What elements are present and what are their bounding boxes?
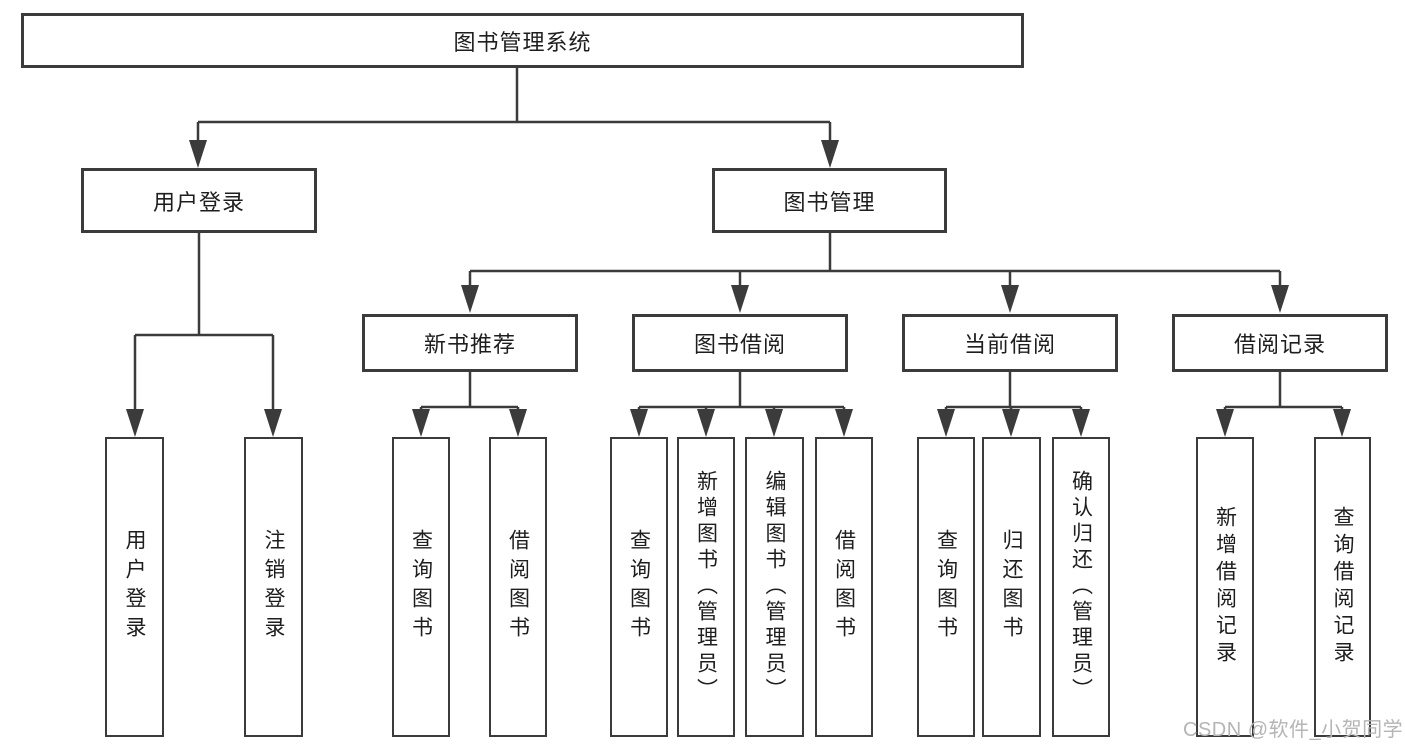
leaf-logout: 注销登录 — [244, 437, 303, 737]
node-new-book-recommend: 新书推荐 — [362, 314, 578, 372]
leaf-records-query: 查询借阅记录 — [1314, 437, 1371, 737]
leaf-label: 编辑图书（管理员） — [763, 470, 786, 704]
leaf-current-query: 查询图书 — [917, 437, 975, 737]
leaf-borrow-edit-admin: 编辑图书（管理员） — [745, 437, 804, 737]
node-label: 用户登录 — [152, 189, 245, 215]
leaf-label: 借阅图书 — [506, 529, 530, 645]
node-book-borrow: 图书借阅 — [632, 314, 848, 372]
leaf-records-add: 新增借阅记录 — [1196, 437, 1254, 737]
leaf-label: 查询图书 — [934, 529, 958, 645]
leaf-newbook-query: 查询图书 — [392, 437, 450, 737]
leaf-label: 注销登录 — [262, 529, 285, 645]
leaf-borrow-add-admin: 新增图书（管理员） — [677, 437, 735, 737]
leaf-label: 确认归还（管理员） — [1069, 470, 1093, 704]
node-label: 图书管理系统 — [453, 29, 592, 55]
leaf-label: 查询借阅记录 — [1331, 506, 1354, 668]
leaf-borrow-book: 借阅图书 — [815, 437, 873, 737]
node-borrow-records: 借阅记录 — [1172, 314, 1388, 372]
node-label: 当前借阅 — [963, 332, 1056, 357]
leaf-label: 新增图书（管理员） — [694, 470, 718, 704]
leaf-label: 新增借阅记录 — [1213, 506, 1237, 668]
leaf-current-return: 归还图书 — [982, 437, 1041, 737]
leaf-label: 用户登录 — [123, 529, 146, 645]
node-system-root: 图书管理系统 — [21, 13, 1024, 68]
leaf-borrow-query: 查询图书 — [610, 437, 668, 737]
leaf-label: 借阅图书 — [832, 529, 856, 645]
node-label: 图书管理 — [783, 189, 876, 215]
node-label: 借阅记录 — [1233, 332, 1326, 357]
node-user-login: 用户登录 — [81, 168, 317, 233]
node-book-management: 图书管理 — [712, 168, 947, 233]
leaf-user-login: 用户登录 — [105, 437, 164, 737]
leaf-current-confirm-admin: 确认归还（管理员） — [1052, 437, 1110, 737]
leaf-label: 归还图书 — [1000, 529, 1023, 645]
node-label: 图书借阅 — [693, 332, 786, 357]
node-label: 新书推荐 — [423, 332, 516, 357]
leaf-label: 查询图书 — [409, 529, 433, 645]
csdn-watermark: CSDN @软件_小贺同学 — [1183, 719, 1404, 741]
node-current-borrow: 当前借阅 — [902, 314, 1118, 372]
leaf-newbook-borrow: 借阅图书 — [489, 437, 547, 737]
leaf-label: 查询图书 — [627, 529, 651, 645]
